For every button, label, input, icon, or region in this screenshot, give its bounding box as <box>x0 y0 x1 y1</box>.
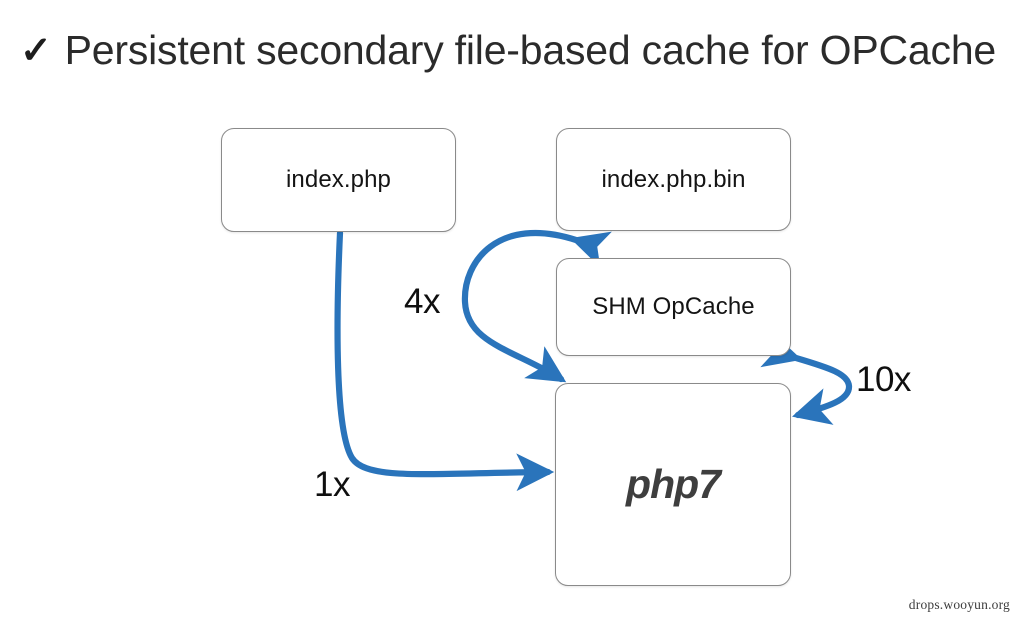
edge-label-1x: 1x <box>314 465 350 504</box>
edge-10x-arrow <box>760 330 853 425</box>
node-index-php[interactable]: index.php <box>221 128 456 232</box>
checkmark-icon: ✓ <box>20 30 52 72</box>
edge-label-10x: 10x <box>856 360 911 399</box>
node-shm-opcache-label: SHM OpCache <box>592 293 755 320</box>
edge-1x-arrow <box>334 229 555 492</box>
node-shm-opcache[interactable]: SHM OpCache <box>556 258 791 356</box>
watermark: drops.wooyun.org <box>908 597 1010 612</box>
node-php7-label: php7 <box>626 461 721 507</box>
node-index-php-bin-label: index.php.bin <box>601 165 746 193</box>
node-php7[interactable]: php7 <box>555 383 791 586</box>
node-index-php-label: index.php <box>286 166 391 193</box>
node-index-php-bin[interactable]: index.php.bin <box>556 128 791 231</box>
page-title: ✓ Persistent secondary file-based cache … <box>20 20 1010 80</box>
page-title-text: Persistent secondary file-based cache fo… <box>64 26 997 73</box>
edge-label-4x: 4x <box>404 282 440 321</box>
